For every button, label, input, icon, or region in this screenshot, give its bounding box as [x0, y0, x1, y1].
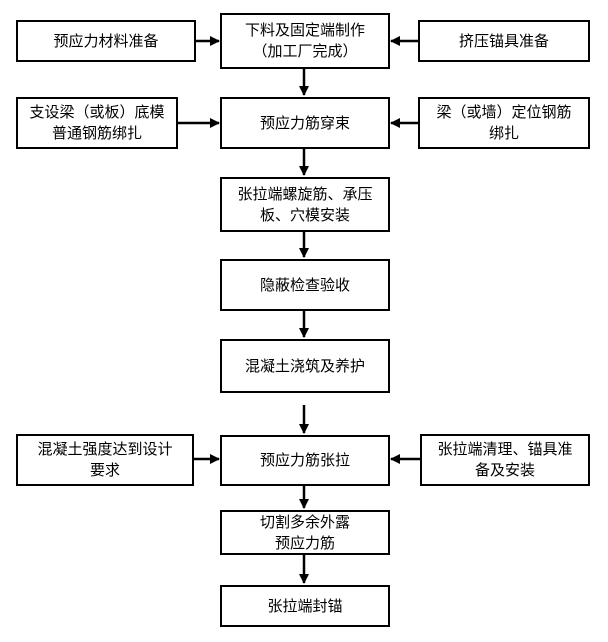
step-cutting-box: 下料及固定端制作 （加工厂完成）	[220, 13, 390, 69]
step-spiral-install-line1: 张拉端螺旋筋、承压	[237, 184, 373, 203]
step-inspection-box: 隐蔽检查验收	[220, 259, 390, 311]
positioning-rebar-line2: 绑扎	[488, 124, 519, 142]
tension-end-clean-box: 张拉端清理、锚具准 备及安装	[420, 434, 590, 486]
anchor-prep-box: 挤压锚具准备	[418, 20, 590, 62]
material-prep-box: 预应力材料准备	[16, 20, 196, 62]
step-concrete-pour-label: 混凝土浇筑及养护	[244, 356, 365, 375]
step-cutting-line1: 下料及固定端制作	[244, 21, 365, 39]
support-formwork-line1: 支设梁（或板）底模	[29, 103, 165, 121]
step-trim-strands-line2: 预应力筋	[274, 533, 335, 552]
step-seal-anchor-label: 张拉端封锚	[267, 596, 343, 615]
support-formwork-box: 支设梁（或板）底模 普通钢筋绑扎	[16, 97, 178, 149]
positioning-rebar-line1: 梁（或墙）定位钢筋	[436, 103, 572, 121]
step-inspection-label: 隐蔽检查验收	[259, 275, 350, 294]
step-concrete-pour-box: 混凝土浇筑及养护	[220, 339, 390, 393]
positioning-rebar-box: 梁（或墙）定位钢筋 绑扎	[418, 97, 590, 149]
step-trim-strands-box: 切割多余外露 预应力筋	[220, 510, 390, 555]
step-seal-anchor-box: 张拉端封锚	[220, 585, 390, 627]
step-spiral-install-box: 张拉端螺旋筋、承压 板、穴模安装	[220, 177, 390, 232]
step-spiral-install-line2: 板、穴模安装	[259, 205, 350, 224]
concrete-strength-line2: 要求	[89, 461, 120, 479]
anchor-prep-label: 挤压锚具准备	[458, 31, 549, 50]
support-formwork-line2: 普通钢筋绑扎	[51, 124, 142, 142]
step-threading-label: 预应力筋穿束	[259, 113, 350, 132]
material-prep-label: 预应力材料准备	[53, 31, 159, 50]
tension-end-clean-line1: 张拉端清理、锚具准	[437, 440, 573, 458]
step-trim-strands-line1: 切割多余外露	[259, 512, 350, 531]
step-cutting-line2: （加工厂完成）	[252, 42, 358, 60]
step-threading-box: 预应力筋穿束	[220, 97, 390, 149]
step-tensioning-label: 预应力筋张拉	[259, 451, 350, 469]
step-tensioning-box: 预应力筋张拉	[220, 435, 390, 486]
concrete-strength-line1: 混凝土强度达到设计	[37, 440, 173, 458]
concrete-strength-box: 混凝土强度达到设计 要求	[16, 434, 194, 486]
tension-end-clean-line2: 备及安装	[474, 461, 535, 479]
